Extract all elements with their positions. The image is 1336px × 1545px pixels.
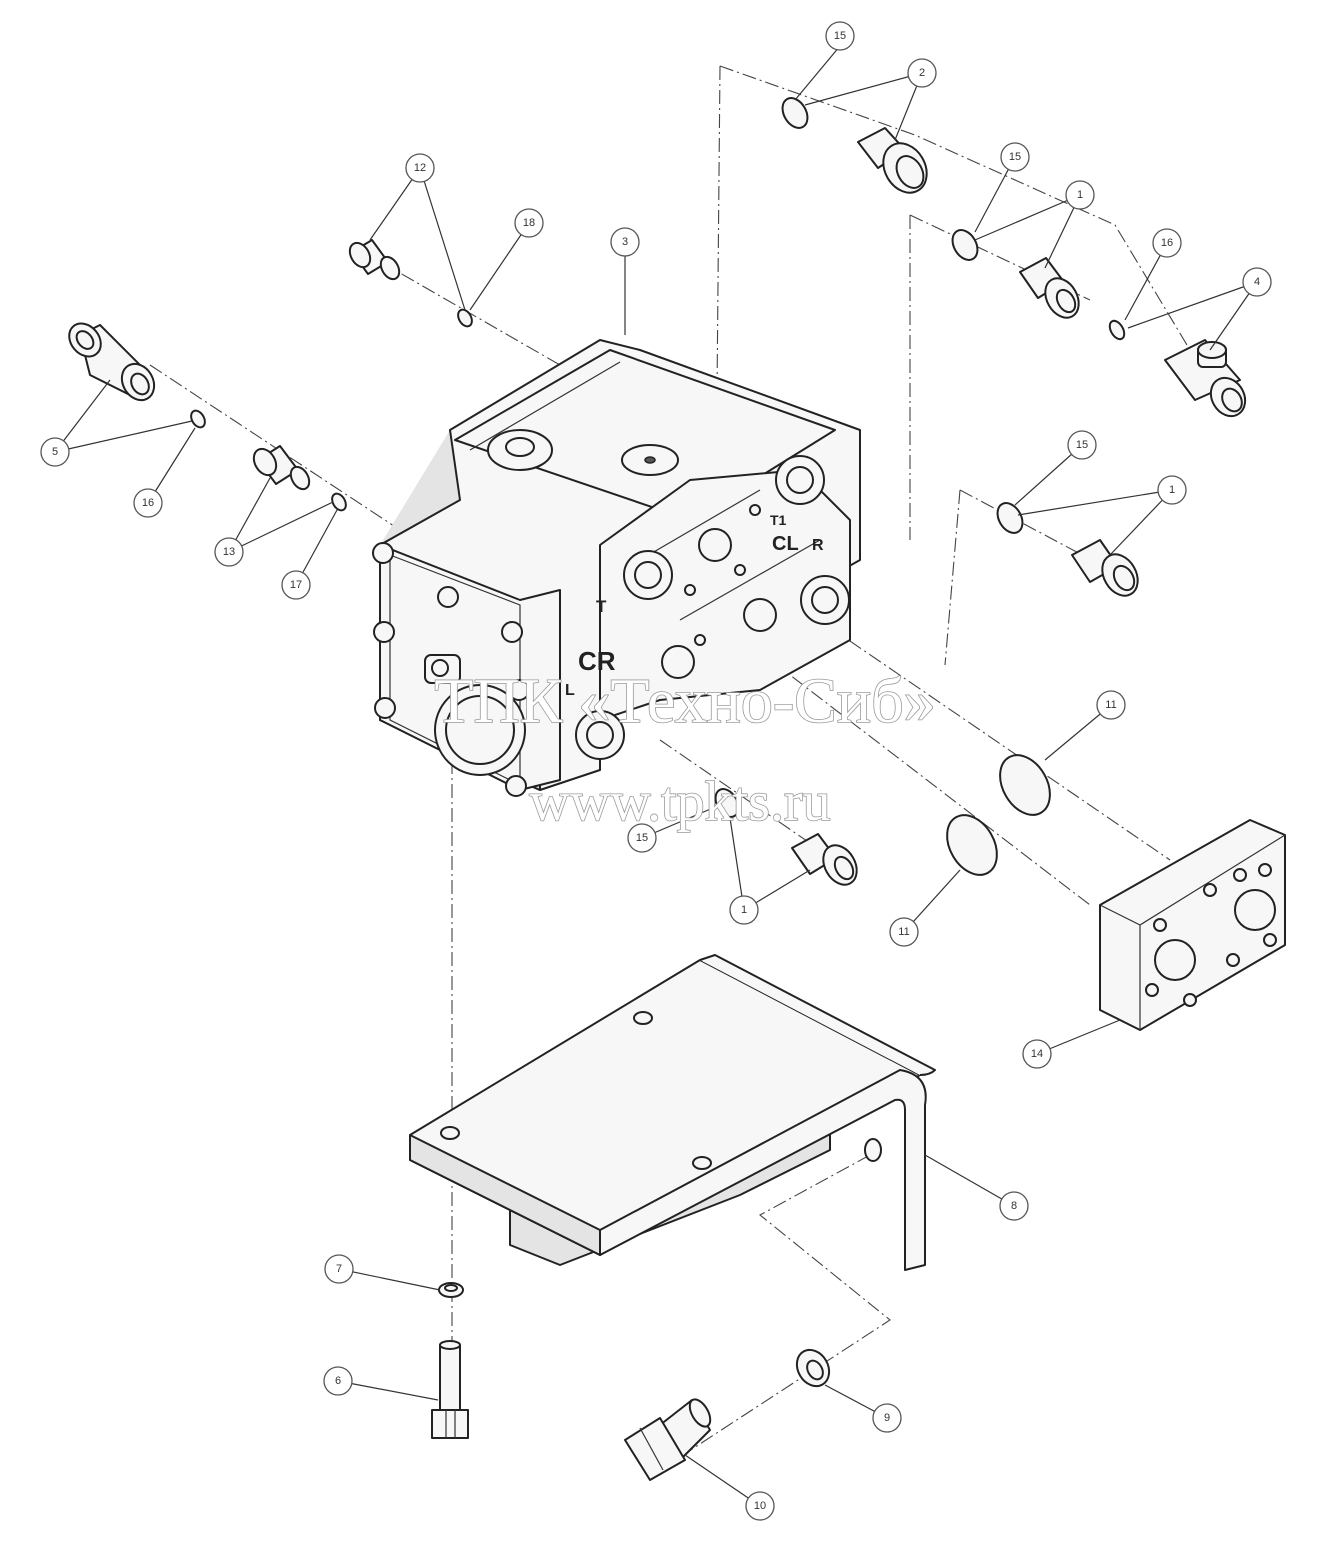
o-ring-15-lower [714, 788, 740, 818]
port-label-cr: CR [578, 646, 616, 676]
port-label-cl: CL [772, 533, 799, 555]
callout-15: 15 [627, 823, 657, 853]
o-ring-17 [331, 492, 347, 512]
cover-plate [1099, 819, 1286, 1031]
svg-text:3: 3 [622, 236, 628, 248]
o-ring-15-middle [996, 502, 1024, 534]
callout-9: 9 [872, 1403, 902, 1433]
svg-text:15: 15 [1009, 151, 1021, 163]
port-label-t1: T1 [770, 512, 787, 528]
fitting-4-tee [1164, 339, 1247, 418]
o-ring-18 [457, 308, 473, 328]
callout-2: 2 [907, 58, 937, 88]
callout-11: 11 [889, 917, 919, 947]
callout-16: 16 [1152, 228, 1182, 258]
callout-5: 5 [40, 437, 70, 467]
watermark-company: ТПК «Техно-Сиб» [434, 665, 935, 736]
callout-4: 4 [1242, 267, 1272, 297]
o-rings [190, 97, 1126, 876]
flange-bolts [372, 542, 530, 797]
callout-18: 18 [514, 208, 544, 238]
callout-1: 1 [729, 895, 759, 925]
callout-1: 1 [1065, 180, 1095, 210]
valve-ports [575, 455, 850, 760]
svg-text:12: 12 [414, 162, 426, 174]
port-label-l: L [565, 682, 575, 699]
o-ring-15-top [781, 97, 809, 129]
svg-text:9: 9 [884, 1412, 890, 1424]
svg-text:5: 5 [52, 446, 58, 458]
svg-text:14: 14 [1031, 1048, 1043, 1060]
callout-17: 17 [281, 570, 311, 600]
svg-text:13: 13 [223, 546, 235, 558]
o-ring-11-lower [946, 814, 998, 876]
o-ring-15-upper [951, 229, 979, 261]
svg-text:15: 15 [1076, 439, 1088, 451]
svg-text:4: 4 [1254, 276, 1260, 288]
fitting-13 [252, 445, 311, 491]
svg-text:17: 17 [290, 579, 302, 591]
fitting-1-middle [1071, 539, 1139, 597]
svg-text:15: 15 [834, 30, 846, 42]
callout-15: 15 [1067, 430, 1097, 460]
svg-text:7: 7 [336, 1263, 342, 1275]
svg-text:6: 6 [335, 1375, 341, 1387]
callout-8: 8 [999, 1191, 1029, 1221]
fitting-12 [348, 239, 401, 281]
svg-text:1: 1 [1077, 189, 1083, 201]
callout-12: 12 [405, 153, 435, 183]
callout-14: 14 [1022, 1039, 1052, 1069]
watermark-url: www.tpkts.ru [529, 771, 830, 833]
callout-10: 10 [745, 1491, 775, 1521]
o-ring-11-upper [999, 754, 1051, 816]
svg-text:10: 10 [754, 1500, 766, 1512]
fittings [68, 127, 1247, 886]
lock-washer-9 [795, 1348, 831, 1388]
callout-3: 3 [610, 227, 640, 257]
fitting-5-elbow [68, 322, 156, 402]
fitting-1-upper [1019, 257, 1080, 319]
callout-15: 15 [825, 21, 855, 51]
svg-text:11: 11 [1105, 699, 1116, 711]
svg-text:15: 15 [636, 832, 648, 844]
svg-text:2: 2 [919, 67, 925, 79]
callout-6: 6 [323, 1366, 353, 1396]
callout-bubbles: 15 2 12 18 3 15 1 16 4 5 16 13 17 15 1 1… [40, 21, 1272, 1521]
callout-11: 11 [1096, 690, 1126, 720]
svg-text:11: 11 [898, 926, 909, 938]
fitting-1-lower [791, 833, 858, 886]
port-label-r: R [812, 537, 824, 554]
svg-text:1: 1 [1169, 484, 1175, 496]
mounting-bracket [409, 954, 936, 1271]
svg-text:16: 16 [1161, 237, 1173, 249]
callout-15: 15 [1000, 142, 1030, 172]
svg-text:8: 8 [1011, 1200, 1017, 1212]
svg-text:1: 1 [741, 904, 747, 916]
valve-body: T CR L CL R T1 [372, 339, 861, 797]
o-ring-16-lower [190, 409, 206, 429]
svg-text:18: 18 [523, 217, 535, 229]
fitting-2 [857, 127, 928, 194]
bolt-6 [431, 1340, 469, 1439]
callout-16: 16 [133, 488, 163, 518]
svg-text:16: 16 [142, 497, 154, 509]
callout-7: 7 [324, 1254, 354, 1284]
fasteners [431, 1282, 831, 1481]
center-lines [149, 65, 1221, 1471]
bolt-10 [624, 1398, 712, 1481]
watermark: ТПК «Техно-Сиб» www.tpkts.ru [434, 664, 937, 834]
o-ring-16-upper [1108, 319, 1126, 341]
washer-7 [438, 1282, 464, 1298]
callout-1: 1 [1157, 475, 1187, 505]
callout-13: 13 [214, 537, 244, 567]
port-label-t: T [596, 597, 607, 616]
